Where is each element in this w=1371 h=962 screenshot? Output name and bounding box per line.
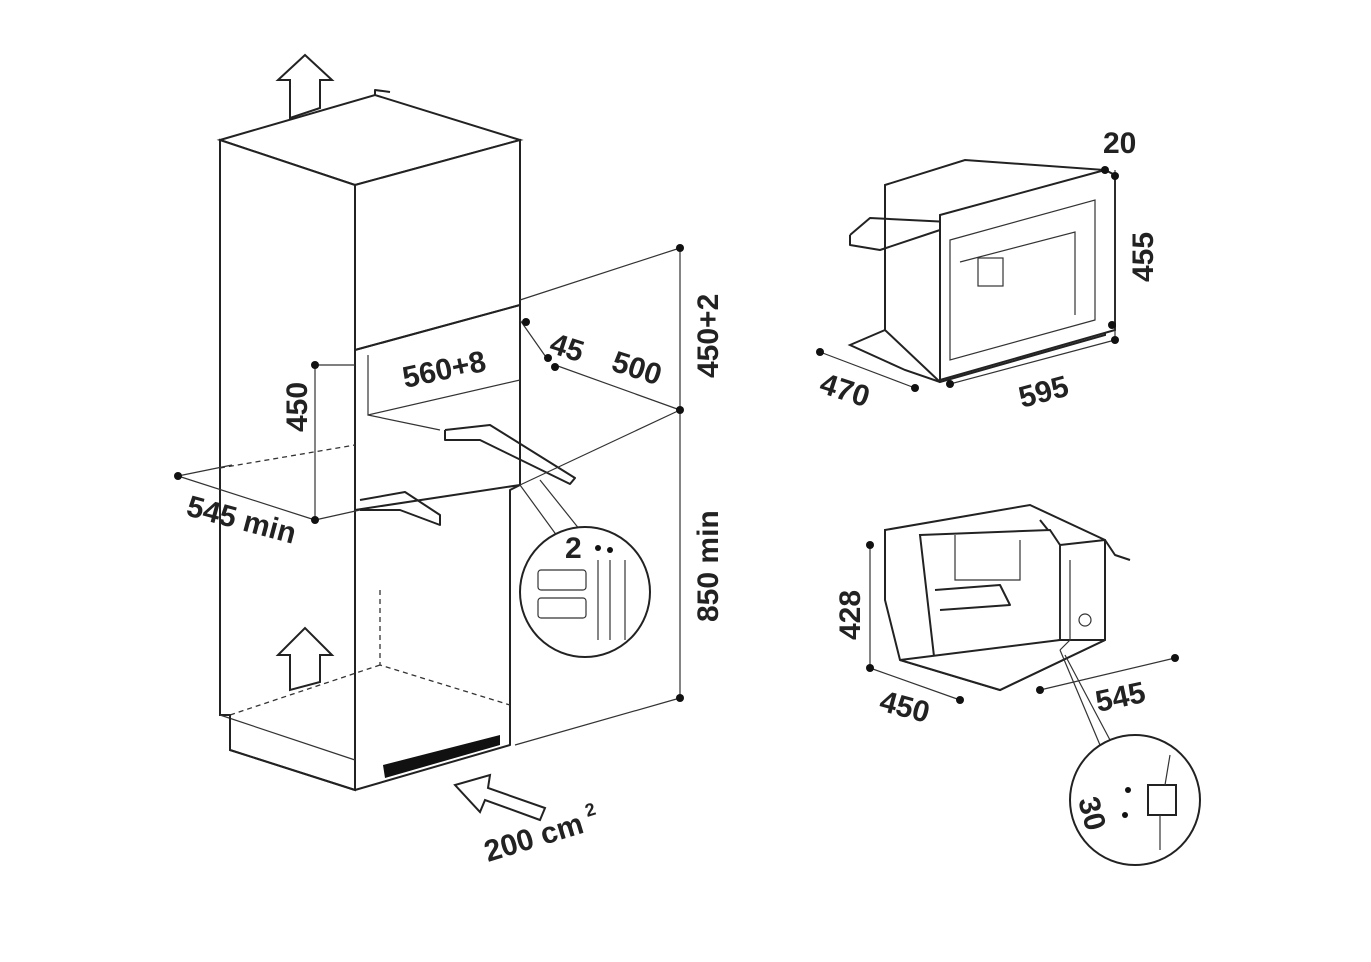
appliance-height-label: 455 (1127, 232, 1160, 282)
side-height-label: 450 (281, 382, 314, 432)
niche-height-label: 450+2 (692, 294, 725, 378)
floor-height-label: 850 min (692, 510, 725, 622)
rail-detail-magnifier (519, 526, 651, 658)
appliance-width-label: 595 (1015, 370, 1072, 415)
niche-depth-label: 500 (608, 345, 666, 392)
frame-thickness-label: 20 (1103, 127, 1136, 160)
airflow-in-arrow (453, 773, 547, 822)
svg-text:2: 2 (583, 799, 598, 821)
cabinet-drawing (174, 53, 684, 822)
detail-gap-label: 2 (565, 532, 582, 565)
airflow-up-arrow-top (275, 53, 335, 120)
rear-width-label: 545 (1093, 676, 1149, 719)
appliance-depth-label: 470 (816, 367, 874, 414)
rear-height-label: 428 (834, 590, 867, 640)
niche-width-label: 560+8 (400, 345, 489, 395)
appliance-front-drawing (816, 158, 1119, 392)
rear-depth-label: 450 (876, 685, 933, 730)
airflow-up-arrow-bottom (275, 626, 335, 692)
appliance-rear-drawing (866, 503, 1201, 866)
rear-gap-label: 45 (546, 327, 588, 369)
